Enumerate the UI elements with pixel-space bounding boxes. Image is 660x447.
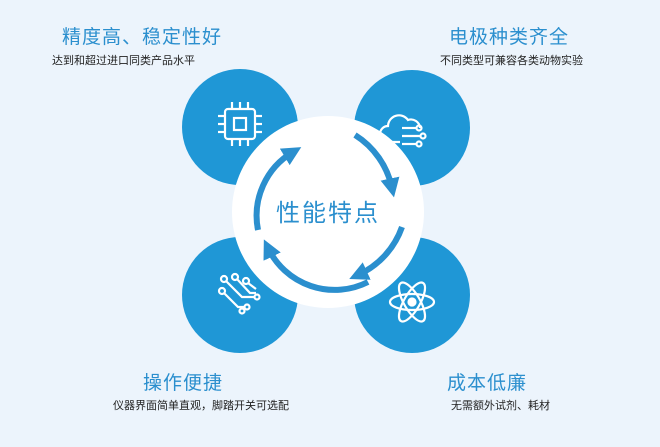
atom-icon xyxy=(388,281,436,323)
cycle-arrow-top-right xyxy=(353,132,400,198)
feature-title-operation: 操作便捷 xyxy=(143,372,224,394)
cloud-network-icon xyxy=(378,114,427,148)
feature-title-precision: 精度高、稳定性好 xyxy=(62,26,223,48)
cycle-arrow-bottom-right xyxy=(349,225,405,280)
feature-desc-precision: 达到和超过进口同类产品水平 xyxy=(52,54,195,67)
feature-desc-cost: 无需额外试剂、耗材 xyxy=(451,399,550,412)
circuit-icon xyxy=(217,272,261,315)
cycle-arrow-top-left xyxy=(253,147,302,231)
cycle-arrow-bottom-left xyxy=(263,239,370,293)
feature-desc-electrodes: 不同类型可兼容各类动物实验 xyxy=(440,54,583,67)
feature-desc-operation: 仪器界面简单直观，脚踏开关可选配 xyxy=(113,399,289,412)
center-label: 性能特点 xyxy=(276,199,380,227)
chip-icon xyxy=(218,102,262,146)
feature-title-electrodes: 电极种类齐全 xyxy=(449,26,570,48)
feature-title-cost: 成本低廉 xyxy=(447,372,528,394)
